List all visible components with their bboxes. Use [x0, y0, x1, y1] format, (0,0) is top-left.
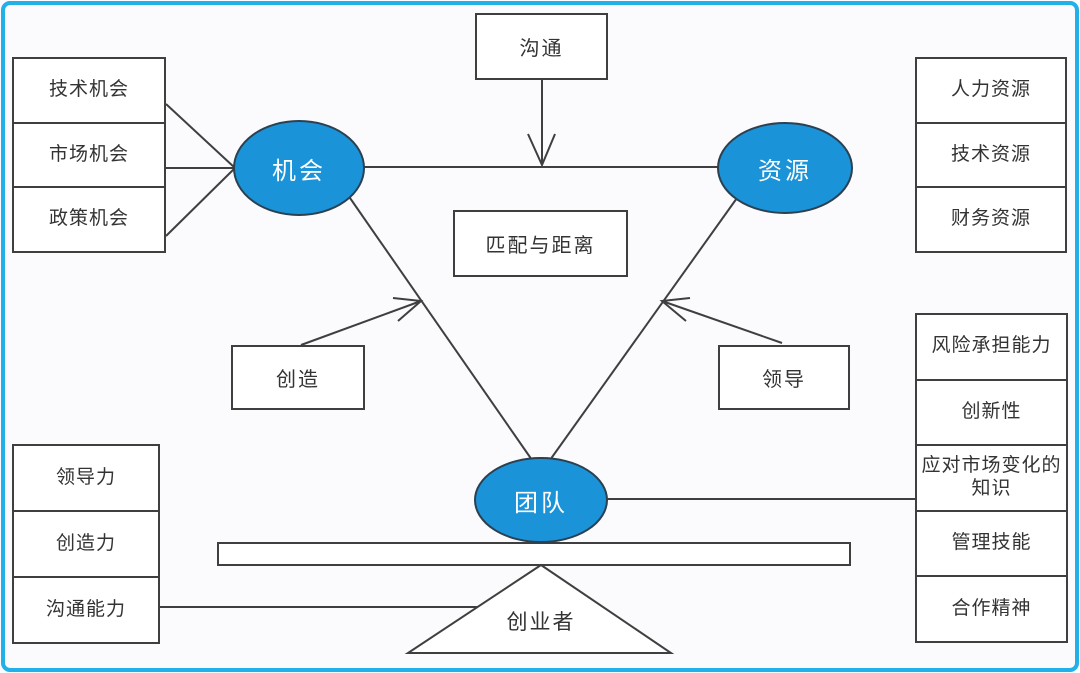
entrepreneur-label: 创业者 — [506, 611, 576, 634]
list-item-market-opportunity: 市场机会 — [14, 121, 164, 187]
opportunity-node-label: 机会 — [272, 157, 326, 185]
team-node-label: 团队 — [514, 489, 568, 517]
team-node — [474, 457, 608, 543]
list-item-leadership-ability: 领导力 — [55, 466, 116, 488]
tech-opportunity-line — [165, 103, 236, 169]
leadership-label: 领导 — [762, 369, 806, 391]
resource-types-list: 人力资源 技术资源 财务资源 — [915, 57, 1067, 253]
entrepreneur-triangle — [404, 563, 675, 654]
resources-node-label: 资源 — [758, 157, 812, 185]
list-item-market-change-knowledge: 应对市场变化的知识 — [917, 444, 1066, 510]
list-item-creativity-ability: 创造力 — [14, 510, 158, 576]
policy-opportunity-line — [165, 167, 236, 237]
list-item-innovativeness: 创新性 — [917, 378, 1066, 445]
creation-arrow-line — [300, 300, 422, 346]
creation-label: 创造 — [276, 369, 320, 391]
leadership-arrowhead — [659, 297, 691, 322]
communication-label: 沟通 — [519, 38, 564, 60]
resources-node — [717, 122, 853, 214]
entrepreneur-abilities-list: 领导力 创造力 沟通能力 — [12, 444, 160, 644]
communication-arrowhead — [527, 133, 556, 168]
list-item-cooperation-spirit: 合作精神 — [917, 575, 1066, 641]
match-distance-label: 匹配与距离 — [485, 235, 596, 257]
opportunity-team-line — [349, 197, 533, 461]
list-item-risk-taking: 风险承担能力 — [931, 335, 1052, 357]
communication-box: 沟通 — [475, 13, 608, 80]
list-item-tech-resources: 技术资源 — [917, 121, 1065, 187]
list-item-tech-opportunity: 技术机会 — [48, 78, 129, 100]
team-qualities-list: 风险承担能力 创新性 应对市场变化的知识 管理技能 合作精神 — [915, 313, 1068, 643]
list-item-human-resources: 人力资源 — [950, 78, 1031, 100]
list-item-management-skills: 管理技能 — [917, 509, 1066, 576]
list-item-communication-ability: 沟通能力 — [14, 576, 158, 642]
list-item-financial-resources: 财务资源 — [917, 186, 1065, 251]
creation-arrowhead — [392, 297, 424, 322]
list-item-policy-opportunity: 政策机会 — [14, 186, 164, 251]
opportunity-sources-list: 技术机会 市场机会 政策机会 — [12, 57, 166, 253]
resources-team-line — [549, 197, 738, 461]
balance-beam — [217, 542, 851, 566]
leadership-box: 领导 — [718, 345, 850, 410]
opportunity-node — [233, 120, 365, 216]
match-distance-box: 匹配与距离 — [453, 210, 628, 277]
leadership-arrow-line — [661, 300, 783, 344]
creation-box: 创造 — [231, 345, 365, 410]
